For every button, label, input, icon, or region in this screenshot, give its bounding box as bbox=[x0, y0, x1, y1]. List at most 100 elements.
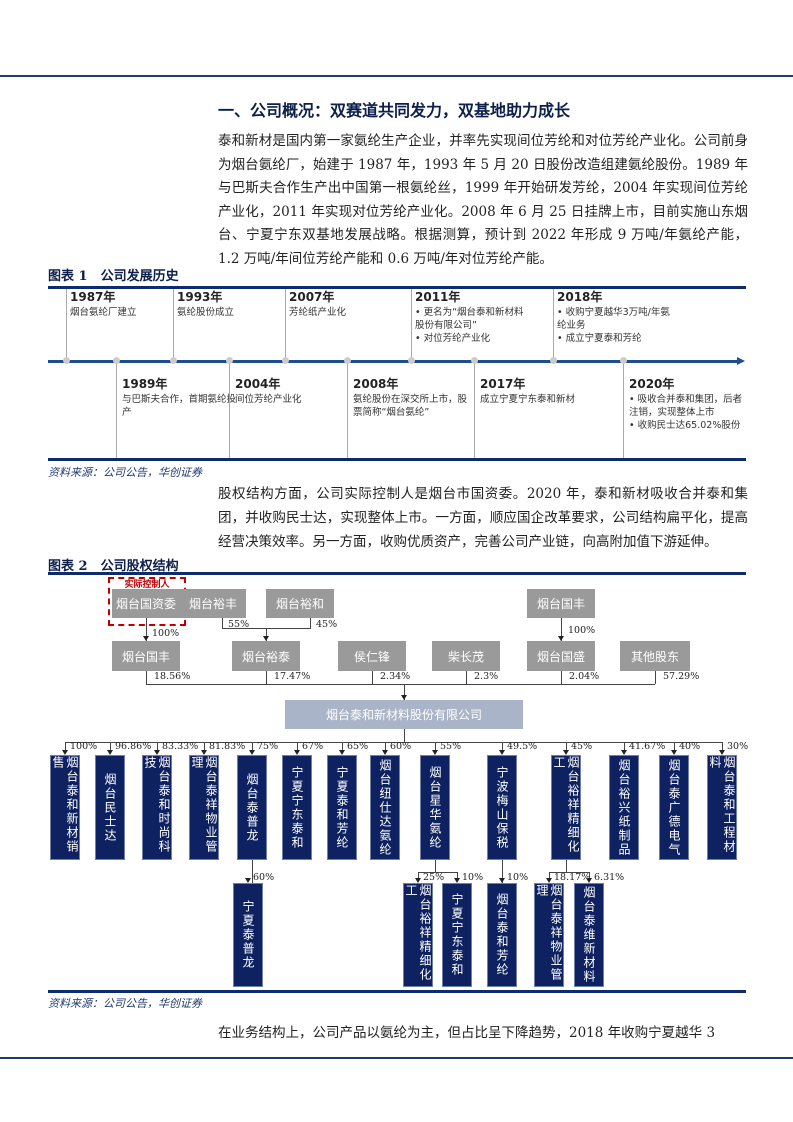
subsidiary-box: 烟台民士达 bbox=[95, 755, 125, 860]
arrow-icon bbox=[201, 750, 207, 755]
connector-line bbox=[404, 729, 405, 742]
connector-line bbox=[65, 742, 66, 750]
arrow-icon bbox=[107, 750, 113, 755]
timeline-year: 2011年 bbox=[415, 290, 461, 304]
connector-line bbox=[266, 671, 267, 684]
timeline-tick bbox=[285, 289, 286, 361]
connector-line bbox=[561, 671, 562, 684]
subsidiary-box: 烟台泰和芳纶 bbox=[487, 883, 517, 987]
timeline-dot bbox=[408, 357, 415, 364]
timeline-tick bbox=[553, 289, 554, 361]
connector-line bbox=[404, 684, 405, 700]
connector-line bbox=[466, 671, 467, 684]
shareholder-box: 烟台裕丰 bbox=[180, 589, 246, 618]
timeline-event: 间位芳纶产业化 bbox=[235, 394, 302, 405]
connector-line bbox=[310, 618, 311, 629]
timeline-event: • 吸收合并泰和集团，后者注销，实现整体上市 • 收购民士达65.02%股份 bbox=[629, 394, 743, 431]
figure1-caption: 图表 1 公司发展历史 bbox=[48, 269, 179, 284]
subsidiary-box: 烟台泰祥物业管理 bbox=[534, 883, 564, 987]
figure2-bottom-rule bbox=[48, 990, 746, 993]
timeline-tick bbox=[116, 363, 117, 458]
holder-pct: 57.29% bbox=[663, 671, 700, 682]
ownership-pct: 100% bbox=[152, 628, 180, 639]
connector-line bbox=[674, 742, 675, 750]
holder-pct: 18.56% bbox=[154, 671, 191, 682]
timeline-year: 2007年 bbox=[289, 290, 335, 304]
timeline-dot bbox=[113, 357, 120, 364]
connector-line bbox=[146, 684, 655, 685]
arrow-icon bbox=[62, 750, 68, 755]
ownership-pct: 55% bbox=[228, 619, 250, 630]
timeline-tick bbox=[66, 289, 67, 361]
connector-line bbox=[266, 628, 267, 641]
subsidiary-pct: 60% bbox=[390, 741, 412, 752]
subsidiary-box: 宁夏泰普龙 bbox=[233, 883, 263, 987]
timeline-year: 1989年 bbox=[122, 377, 168, 391]
connector-line bbox=[110, 742, 111, 750]
subsidiary-pct: 49.5% bbox=[507, 741, 538, 752]
connector-line bbox=[342, 742, 343, 750]
connector-line bbox=[385, 742, 386, 750]
timeline-axis bbox=[48, 360, 738, 363]
connector-line bbox=[589, 872, 590, 878]
timeline-arrowhead bbox=[737, 357, 745, 365]
shareholder-box: 烟台国丰 bbox=[527, 589, 595, 618]
timeline-tick bbox=[411, 289, 412, 361]
subsidiary-box: 烟台泰和时尚科技 bbox=[142, 755, 172, 860]
timeline-event: • 更名为“烟台泰和新材料股份有限公司” • 对位芳纶产业化 bbox=[415, 307, 524, 344]
company-box: 烟台泰和新材料股份有限公司 bbox=[285, 700, 523, 729]
intro-paragraph: 泰和新材是国内第一家氨纶生产企业，并率先实现间位芳纶和对位芳纶产业化。公司前身为… bbox=[218, 133, 748, 267]
subsidiary-pct: 30% bbox=[727, 741, 749, 752]
controller-label: 实际控制人 bbox=[124, 580, 170, 590]
arrow-icon bbox=[339, 750, 345, 755]
connector-line bbox=[502, 742, 503, 750]
subsidiary-pct: 96.86% bbox=[115, 741, 152, 752]
holder-box: 烟台国丰 bbox=[112, 641, 180, 671]
timeline-year: 2008年 bbox=[353, 377, 399, 391]
arrow-icon bbox=[719, 750, 725, 755]
connector-line bbox=[297, 742, 298, 750]
arrow-icon bbox=[245, 878, 251, 883]
arrow-icon bbox=[249, 750, 255, 755]
subsidiary-pct: 10% bbox=[507, 872, 529, 883]
holder-box: 柴长茂 bbox=[432, 641, 500, 671]
ownership-pct: 45% bbox=[316, 619, 338, 630]
timeline-year: 2004年 bbox=[235, 377, 281, 391]
arrow-icon bbox=[401, 695, 407, 700]
connector-line bbox=[418, 872, 457, 873]
connector-line bbox=[204, 742, 205, 750]
subsidiary-pct: 10% bbox=[462, 872, 484, 883]
timeline-event: 氨纶股份成立 bbox=[177, 307, 235, 318]
arrow-icon bbox=[563, 750, 569, 755]
figure1-bottom-rule bbox=[48, 458, 746, 461]
arrow-icon bbox=[143, 636, 149, 641]
connector-line bbox=[722, 742, 723, 750]
subsidiary-pct: 81.83% bbox=[209, 741, 246, 752]
arrow-icon bbox=[546, 878, 552, 883]
arrow-icon bbox=[454, 878, 460, 883]
arrow-icon bbox=[499, 878, 505, 883]
arrow-icon bbox=[263, 636, 269, 641]
arrow-icon bbox=[558, 636, 564, 641]
arrow-icon bbox=[415, 878, 421, 883]
connector-line bbox=[624, 742, 625, 750]
subsidiary-pct: 75% bbox=[257, 741, 279, 752]
connector-line bbox=[222, 618, 223, 629]
timeline-event: • 收购宁夏越华3万吨/年氨纶业务 • 成立宁夏泰和芳纶 bbox=[557, 307, 670, 344]
arrow-icon bbox=[621, 750, 627, 755]
timeline-tick bbox=[347, 363, 348, 458]
timeline-dot bbox=[63, 357, 70, 364]
footer-rule bbox=[0, 1057, 793, 1059]
subsidiary-box: 烟台泰广德电气 bbox=[659, 755, 689, 860]
subsidiary-pct: 67% bbox=[302, 741, 324, 752]
timeline-year: 1987年 bbox=[70, 290, 116, 304]
timeline-dot bbox=[344, 357, 351, 364]
holder-pct: 2.04% bbox=[569, 671, 600, 682]
subsidiary-pct: 55% bbox=[440, 741, 462, 752]
figure2-top-rule bbox=[48, 572, 746, 575]
figure2-source: 资料来源：公司公告，华创证券 bbox=[48, 997, 202, 1010]
timeline-year: 2018年 bbox=[557, 290, 603, 304]
figure1-top-rule bbox=[48, 286, 746, 289]
timeline-tick bbox=[474, 363, 475, 458]
connector-line bbox=[435, 742, 436, 750]
